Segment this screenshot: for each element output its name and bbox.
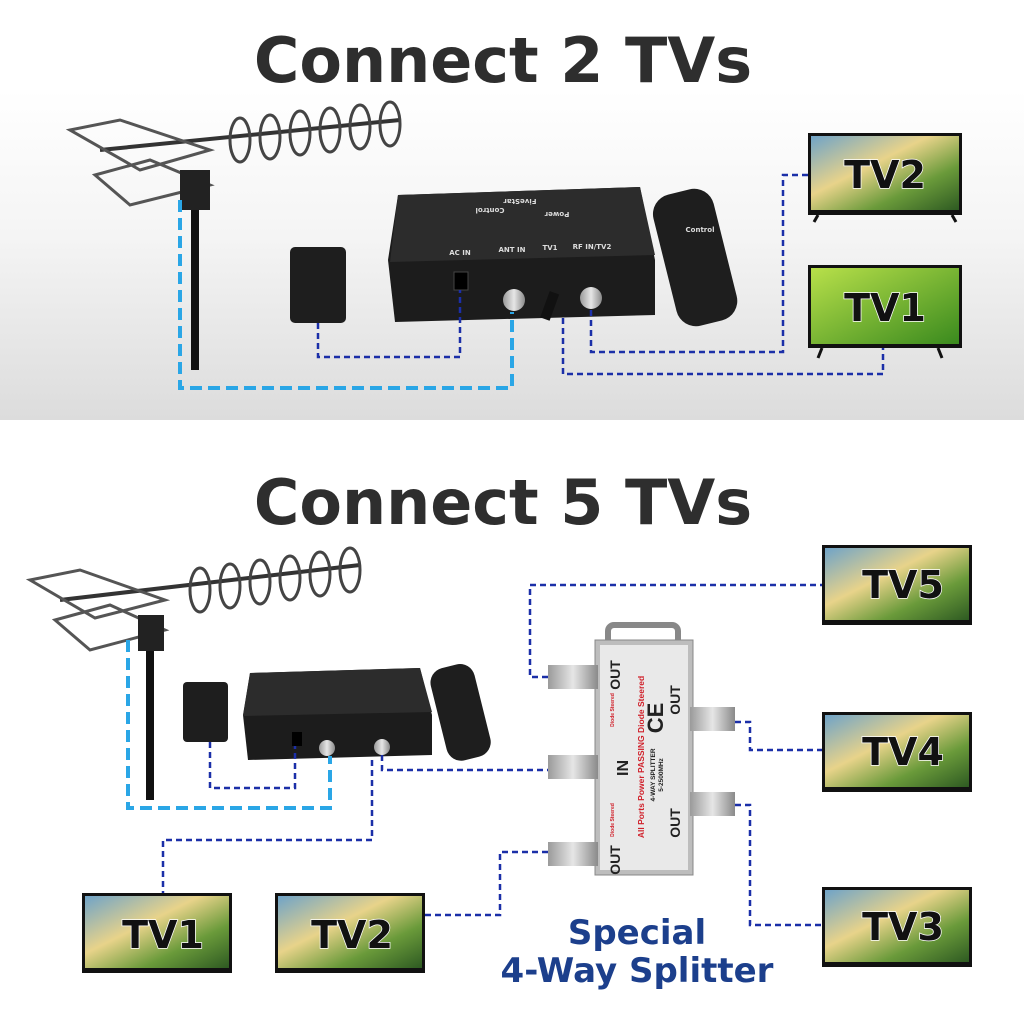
splitter-out-label: OUT — [607, 845, 623, 875]
diode-steered-text: Diode Steered — [610, 803, 616, 837]
splitter-out-label: OUT — [667, 685, 683, 715]
tv-bottom-tv4: TV4 — [822, 712, 972, 792]
port-label-ant-in: ANT IN — [499, 246, 526, 254]
power-cable — [316, 290, 462, 359]
tv4-cable — [735, 720, 822, 752]
tv-label: TV4 — [862, 730, 944, 774]
bottom-title: Connect 5 TVs — [254, 466, 752, 539]
splitter-caption-line1: Special — [568, 913, 706, 953]
tv-label: TV2 — [844, 153, 926, 197]
splitter-in-label: IN — [615, 760, 632, 776]
splitter-caption-line2: 4-Way Splitter — [501, 951, 774, 991]
splitter-out-label: OUT — [667, 808, 683, 838]
amplifier-box: FiveStar Control Power AC IN ANT IN TV1 … — [388, 187, 655, 322]
remote-control: Control — [652, 188, 738, 327]
power-cable — [208, 742, 297, 790]
tv2-cable — [425, 850, 548, 917]
top-title: Connect 2 TVs — [254, 24, 752, 97]
port-label-rf-in-tv2: RF IN/TV2 — [573, 243, 612, 251]
tv-bottom-tv1: TV1 — [82, 893, 232, 973]
amplifier-control-label: Control — [476, 206, 505, 214]
tv-label: TV5 — [862, 563, 944, 607]
remote-control — [430, 664, 491, 761]
tv-bottom-tv5: TV5 — [822, 545, 972, 625]
tv-bottom-tv3: TV3 — [822, 887, 972, 967]
ce-mark: CE — [643, 703, 668, 734]
tv2-cable — [589, 173, 808, 354]
tv3-cable — [735, 803, 822, 927]
tv1-cable — [561, 318, 885, 376]
port-label-tv1: TV1 — [542, 244, 557, 252]
amplifier-power-label: Power — [544, 210, 569, 218]
diode-steered-text: Diode Steered — [610, 693, 616, 727]
tv-label: TV3 — [862, 905, 944, 949]
tv-bottom-tv2: TV2 — [275, 893, 425, 973]
splitter-input-cable — [380, 755, 548, 772]
amplifier-box — [243, 668, 432, 760]
tv5-cable — [528, 583, 822, 679]
antenna-cable — [178, 200, 514, 390]
antenna-icon — [25, 546, 362, 800]
splitter-passing-text: All Ports Power PASSING Diode Steered — [636, 676, 646, 838]
splitter-frequency: 5-2500MHz — [658, 757, 665, 791]
tv-label: TV2 — [311, 913, 393, 957]
remote-label: Control — [686, 226, 715, 234]
tv-top-tv1: TV1 — [808, 265, 962, 359]
four-way-splitter: OUT OUT IN OUT OUT All Ports Power PASSI… — [548, 622, 735, 876]
power-adapter — [290, 247, 346, 323]
splitter-out-label: OUT — [607, 660, 623, 690]
amplifier-brand: FiveStar — [503, 197, 537, 205]
power-adapter — [183, 682, 228, 742]
antenna-icon — [65, 100, 402, 370]
tv-label: TV1 — [844, 286, 926, 330]
antenna-cable — [126, 640, 332, 810]
splitter-model: 4-WAY SPLITTER — [650, 748, 657, 801]
tv-label: TV1 — [122, 913, 204, 957]
port-label-ac-in: AC IN — [449, 249, 471, 257]
tv1-cable — [161, 760, 374, 893]
tv-top-tv2: TV2 — [808, 133, 962, 223]
